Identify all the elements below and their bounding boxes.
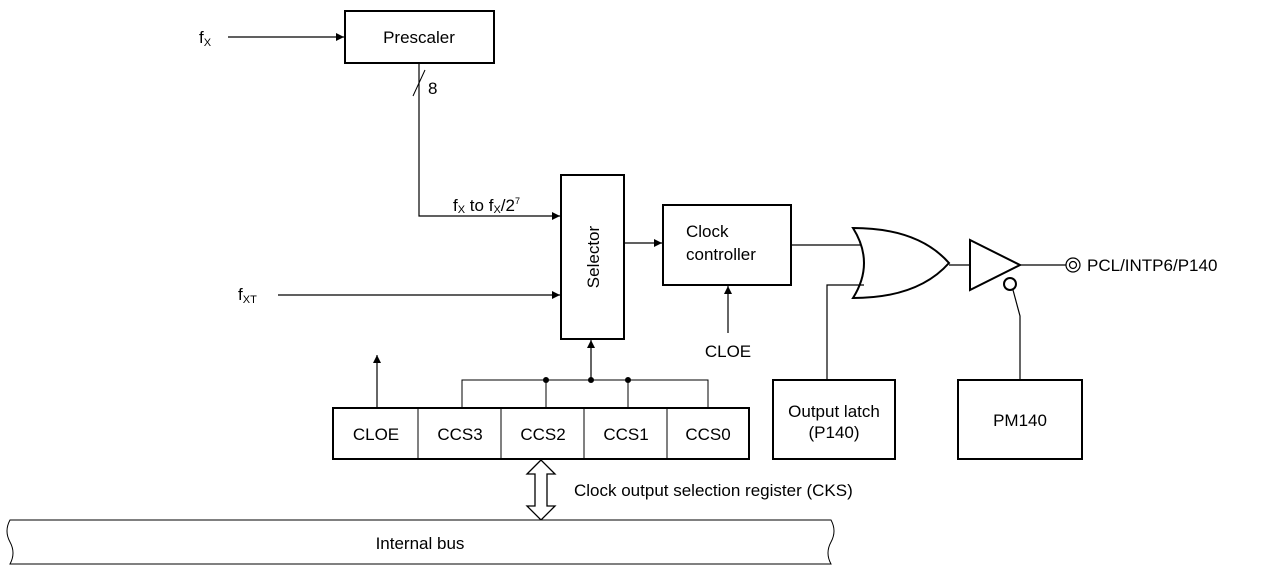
internal-bus — [6, 519, 835, 565]
output-latch-block — [772, 379, 896, 460]
output-latch-label-line1: Output latch — [788, 402, 880, 421]
register-bit-ccs2: CCS2 — [520, 425, 565, 444]
ccs1-junction-dot — [625, 377, 631, 383]
output-buffer — [969, 238, 1023, 292]
cks-register: CLOE CCS3 CCS2 CCS1 CCS0 — [332, 407, 750, 460]
cks-register-frame — [332, 407, 750, 460]
buffer-enable-bubble — [1003, 277, 1017, 291]
bus-width-slash — [412, 69, 426, 97]
latch-to-or-wire — [826, 284, 864, 379]
ccs2-junction-dot — [543, 377, 549, 383]
fx-input-label: fX — [199, 28, 212, 49]
register-bit-cloe: CLOE — [353, 425, 399, 444]
output-pin-label: PCL/INTP6/P140 — [1087, 256, 1217, 275]
register-select-wiring — [461, 379, 709, 408]
register-bit-ccs1: CCS1 — [603, 425, 648, 444]
or-gate — [851, 226, 951, 300]
prescaler-label: Prescaler — [383, 28, 455, 47]
internal-bus-label: Internal bus — [376, 534, 465, 553]
bus-width-label: 8 — [428, 79, 437, 98]
selector-block — [560, 174, 625, 340]
output-pin-icon — [1065, 257, 1081, 273]
clock-controller-label-line2: controller — [686, 245, 756, 264]
register-bit-ccs3: CCS3 — [437, 425, 482, 444]
register-caption: Clock output selection register (CKS) — [574, 481, 853, 500]
clock-controller-label-line1: Clock — [686, 222, 729, 241]
pm-to-buffer-wire — [1012, 289, 1021, 379]
output-pin-inner-icon — [1068, 260, 1078, 270]
register-bit-ccs0: CCS0 — [685, 425, 730, 444]
clock-controller-block — [662, 204, 792, 286]
bidirectional-bus-arrow-icon — [525, 459, 557, 521]
cloe-enable-label: CLOE — [705, 342, 751, 361]
selector-input-range-label: fX to fX/27 — [453, 196, 520, 216]
selector-label: Selector — [584, 225, 603, 288]
prescaler-to-selector-wire — [418, 63, 560, 220]
pm140-label: PM140 — [993, 411, 1047, 430]
pm140-block — [957, 379, 1083, 460]
output-latch-label-line2: (P140) — [808, 423, 859, 442]
fxt-input-label: fXT — [238, 285, 257, 306]
